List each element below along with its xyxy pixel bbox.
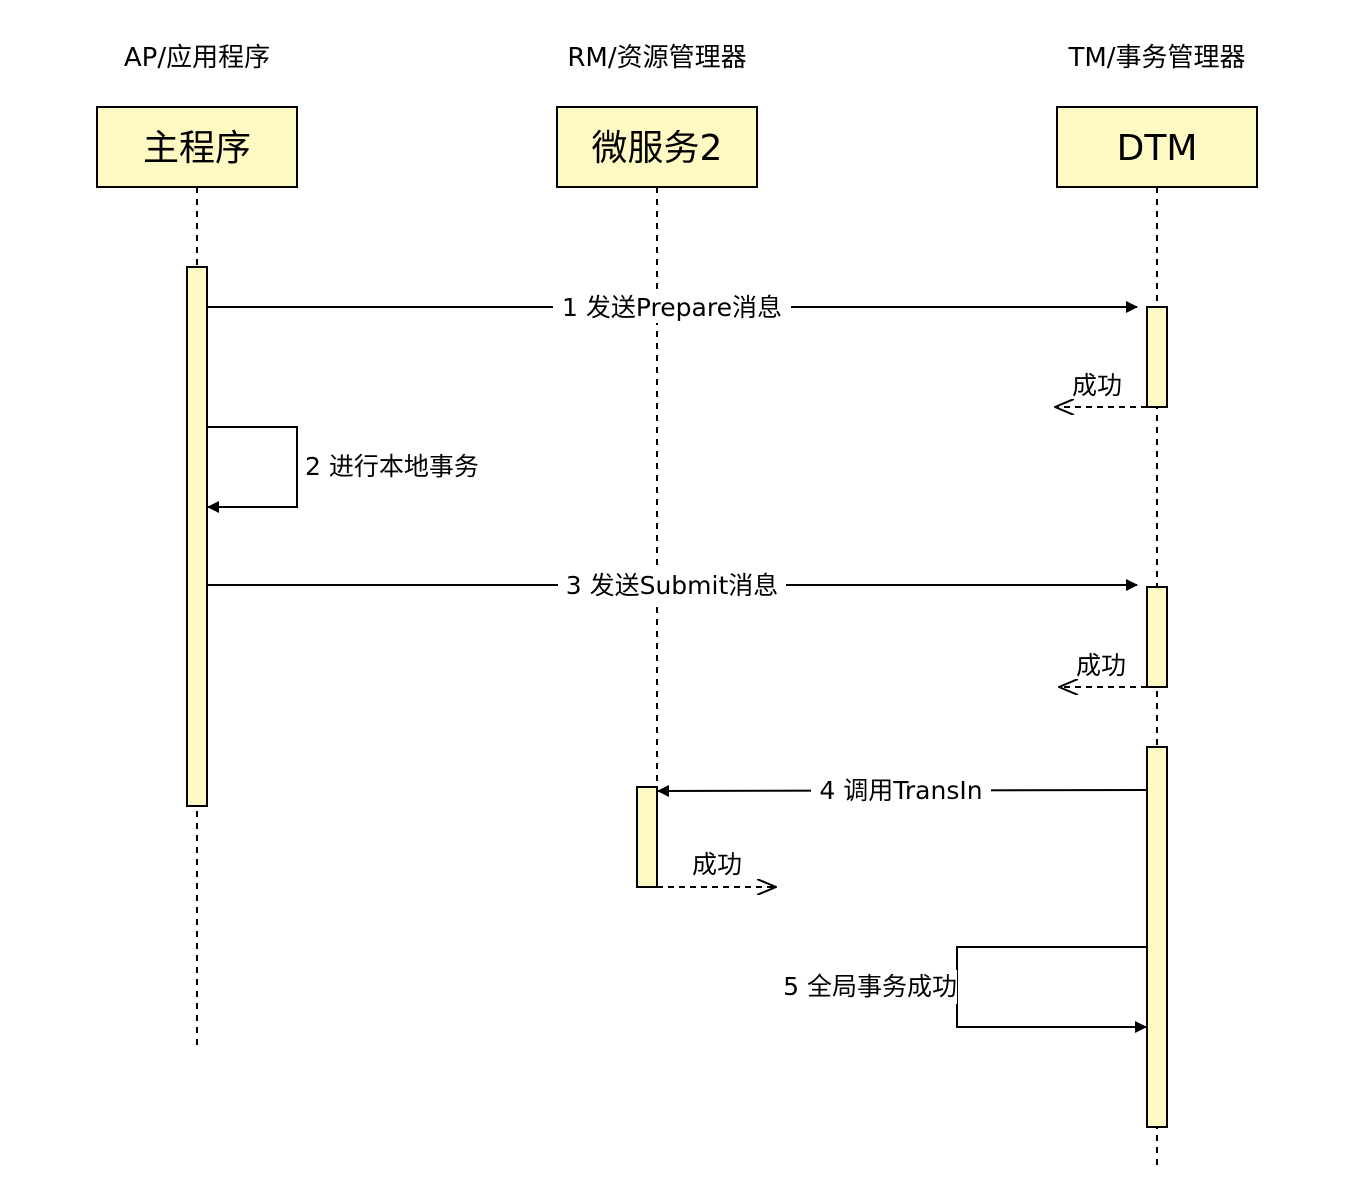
activation-dtm-submit [1146,586,1168,688]
participant-role-tm: TM/事务管理器 [1067,43,1245,73]
participant-role-rm: RM/资源管理器 [567,43,746,73]
participant-name-main-program: 主程序 [143,128,251,169]
participant-role-ap: AP/应用程序 [124,43,270,73]
message-label-bg-prepare [553,289,791,323]
participant-box-microservice-2[interactable] [556,106,758,188]
activation-main-program [186,266,208,807]
self-message-label-bg-global-success [762,970,957,1004]
message-label-submit: 3 发送Submit消息 [566,571,779,600]
self-message-global-success [956,946,1147,1033]
self-message-local-transaction [207,426,298,513]
participant-name-dtm: DTM [1117,128,1198,169]
return-label-success-prepare: 成功 [1072,371,1122,400]
self-message-label-local-transaction: 2 进行本地事务 [305,452,479,481]
activation-dtm-transin [1146,746,1168,1128]
message-label-bg-submit [558,567,786,601]
return-label-success-submit: 成功 [1076,651,1126,680]
participant-name-microservice-2: 微服务2 [592,128,723,169]
participant-box-dtm[interactable] [1056,106,1258,188]
message-label-transin: 4 调用TransIn [819,776,982,805]
message-label-prepare: 1 发送Prepare消息 [562,293,782,322]
return-label-success-transin: 成功 [692,850,742,879]
message-label-bg-transin [811,774,991,808]
self-message-label-global-success: 5 全局事务成功 [783,972,957,1001]
activation-dtm-prepare [1146,306,1168,408]
activation-microservice-2 [636,786,658,888]
participant-box-main-program[interactable] [96,106,298,188]
